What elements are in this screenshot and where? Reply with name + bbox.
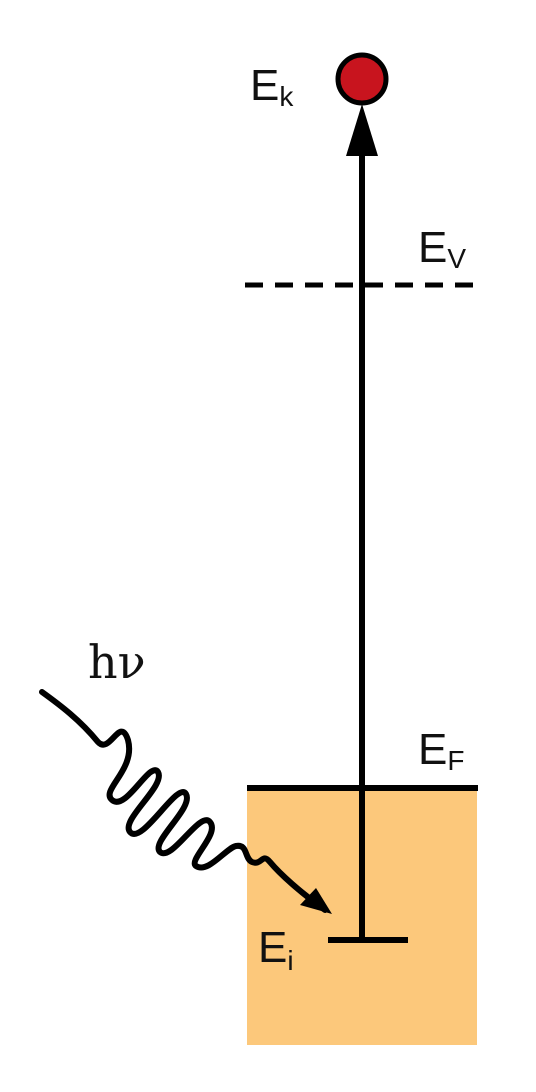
label-vacuum-level: EV [418, 223, 466, 274]
electron-dot [335, 52, 389, 106]
photon-arrow-head [300, 888, 332, 914]
label-initial-state: Ei [258, 923, 294, 976]
excitation-arrow-head [346, 104, 378, 156]
photon-wave [39, 689, 328, 913]
label-photon-energy: hν [88, 635, 146, 689]
label-kinetic-energy: Ek [250, 61, 294, 112]
label-fermi-level: EF [418, 725, 464, 776]
